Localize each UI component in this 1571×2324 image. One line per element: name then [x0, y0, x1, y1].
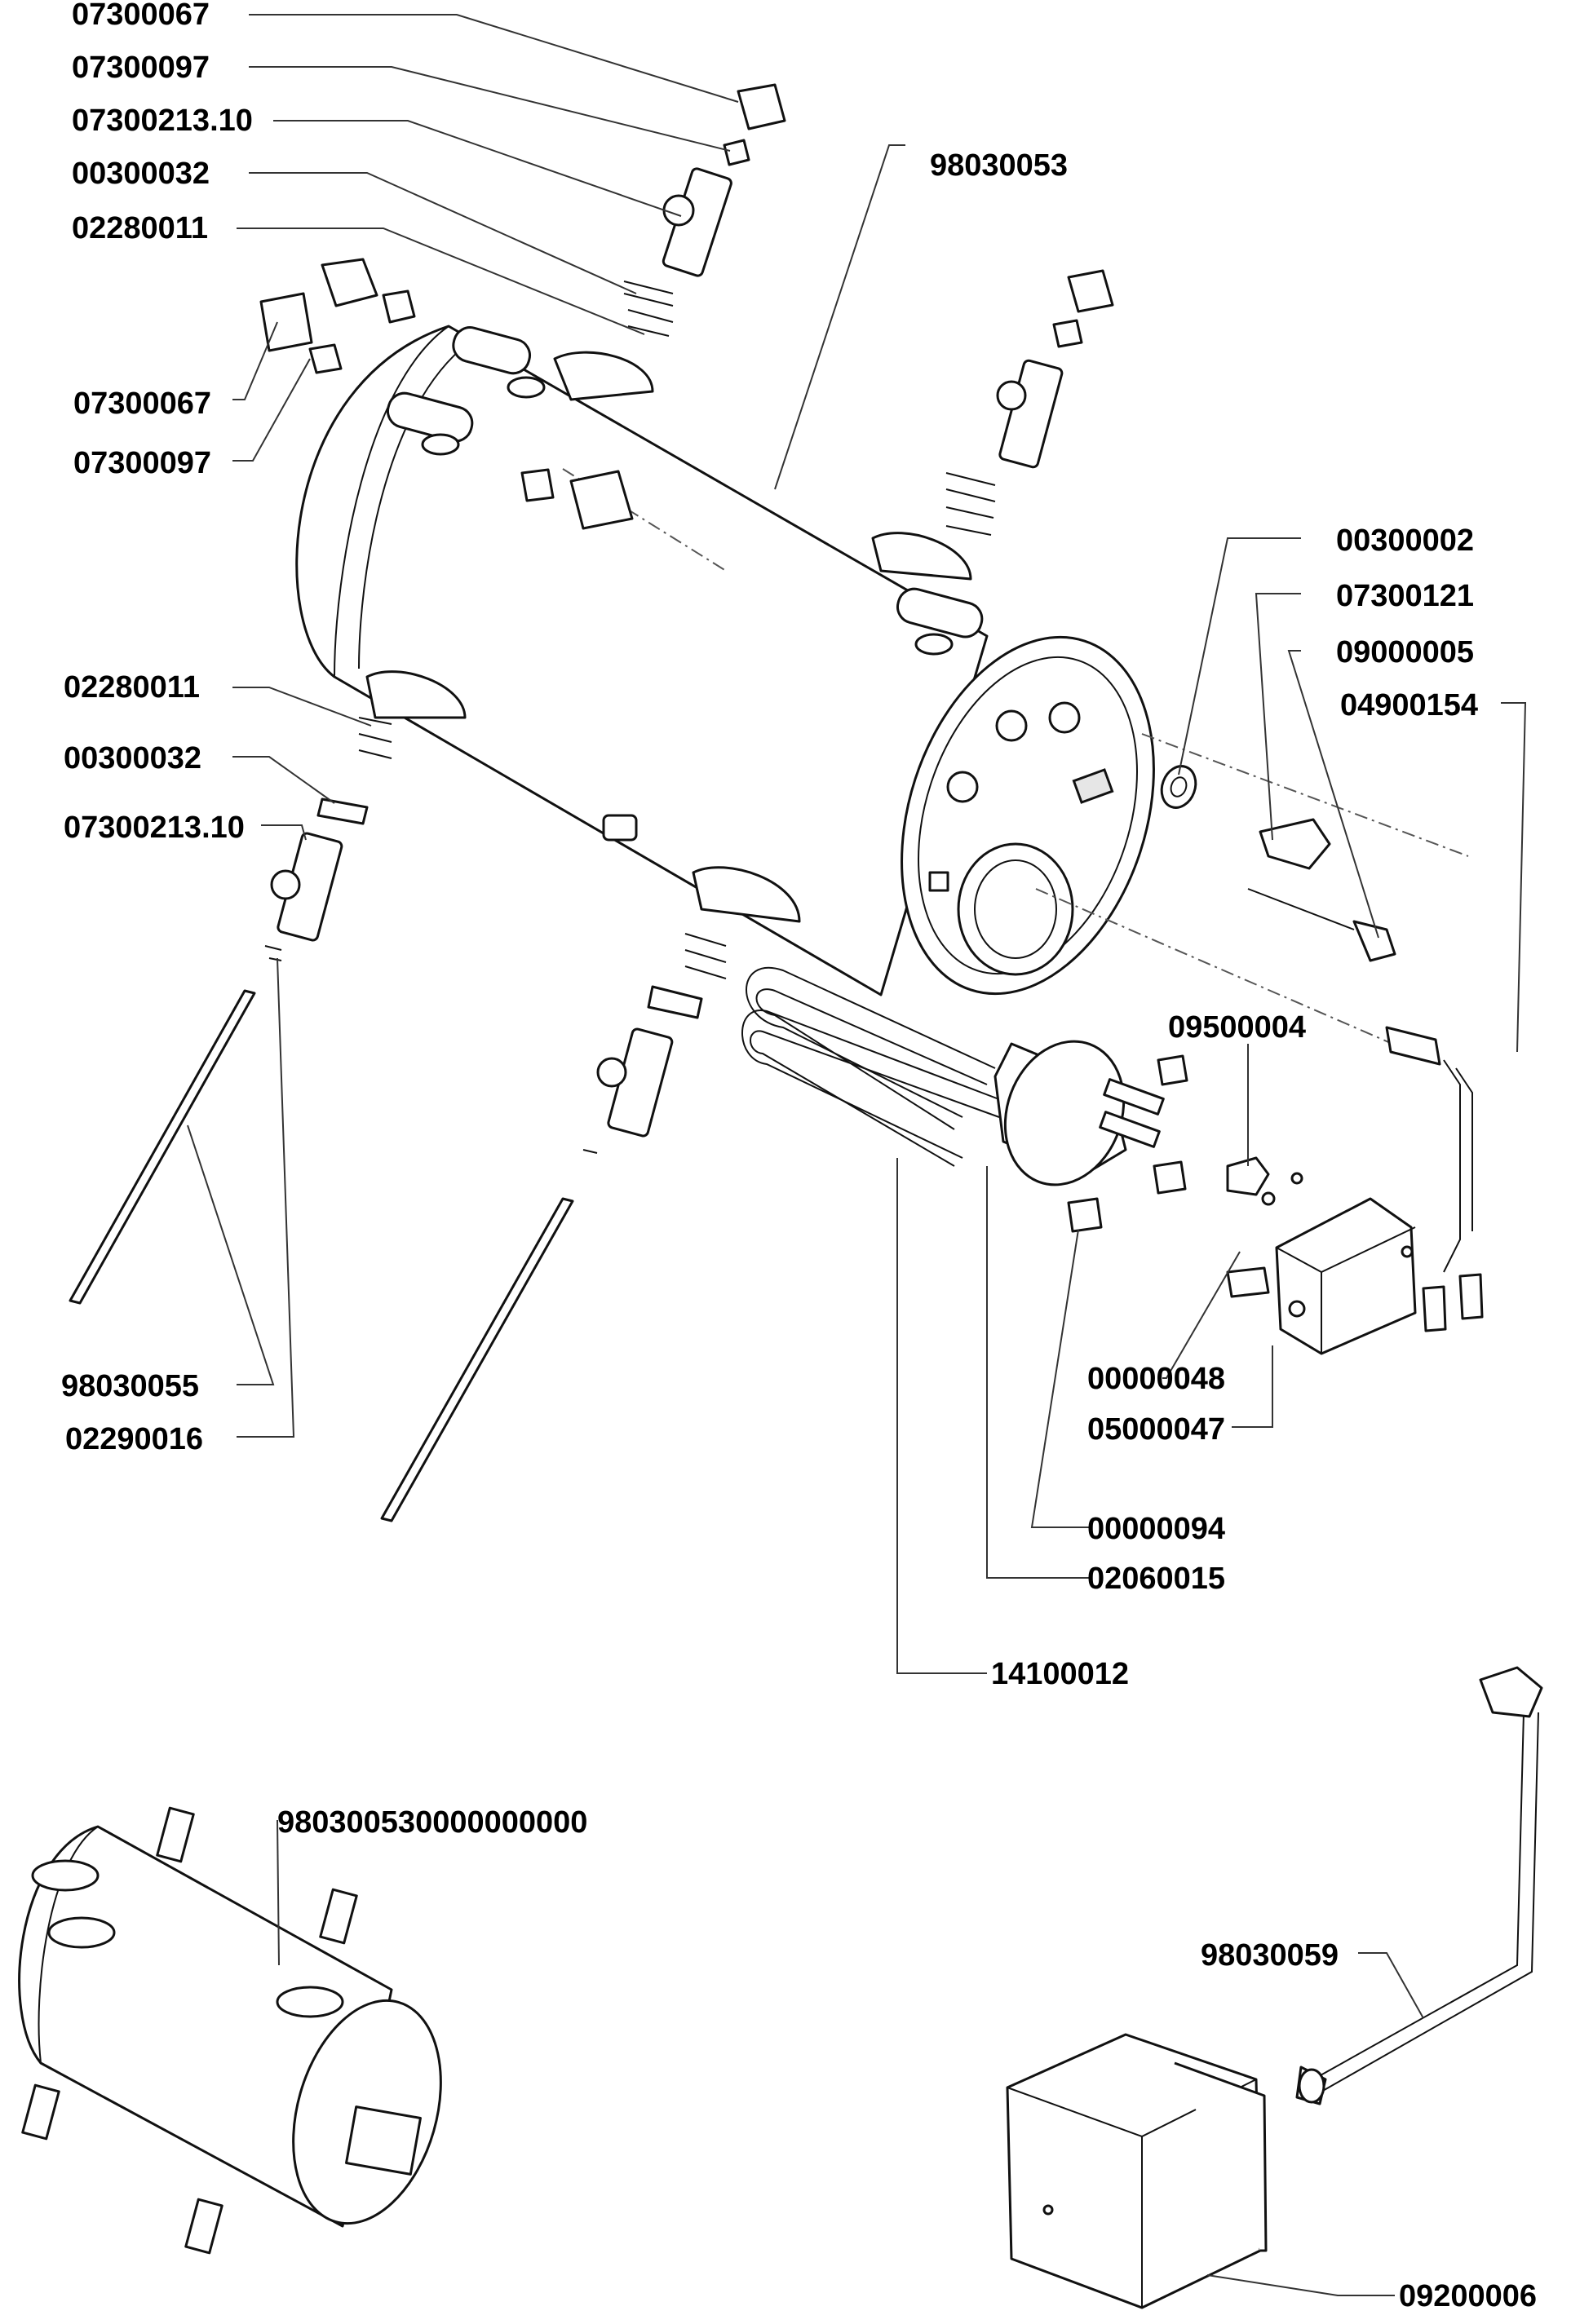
heating-element	[741, 966, 1188, 1233]
part-label-09200006: 09200006	[1399, 2279, 1537, 2313]
part-label-00000094: 00000094	[1087, 1512, 1225, 1546]
part-label-05000047: 05000047	[1087, 1412, 1225, 1447]
bottom-valve-assembly	[380, 933, 727, 1522]
boiler-end-plate	[901, 635, 1155, 996]
part-label-07300213-10-left: 07300213.10	[64, 811, 245, 845]
part-label-98030053: 98030053	[930, 148, 1068, 183]
part-label-07300213-10-top: 07300213.10	[72, 104, 253, 138]
right-small-parts	[1160, 765, 1484, 1332]
boiler-fittings	[365, 326, 984, 923]
part-label-02280011-top: 02280011	[72, 211, 208, 245]
part-label-07300097-top: 07300097	[72, 51, 210, 85]
pressure-pipe	[1295, 1666, 1543, 2105]
part-label-02280011-left: 02280011	[64, 670, 200, 705]
right-top-valve-assembly	[945, 269, 1114, 536]
part-label-14100012: 14100012	[991, 1657, 1129, 1691]
pressure-switch	[1006, 2033, 1268, 2309]
part-number-labels: 07300067 07300097 07300213.10 00300032 0…	[61, 0, 1537, 2313]
part-label-00300032-top: 00300032	[72, 157, 210, 191]
part-label-07300121: 07300121	[1336, 579, 1474, 613]
part-label-02060015: 02060015	[1087, 1562, 1225, 1596]
part-label-07300067-top: 07300067	[72, 0, 210, 32]
part-label-00300032-left: 00300032	[64, 741, 201, 775]
part-label-00000048: 00000048	[1087, 1362, 1225, 1396]
part-label-02290016: 02290016	[65, 1422, 203, 1456]
boiler-tank	[295, 325, 989, 996]
part-label-98030059: 98030059	[1201, 1938, 1339, 1973]
part-label-07300067-left: 07300067	[73, 387, 211, 421]
part-label-98030055: 98030055	[61, 1369, 199, 1403]
part-label-07300097-left: 07300097	[73, 446, 211, 480]
part-label-980300530000000000: 980300530000000000	[277, 1805, 587, 1840]
part-label-09500004: 09500004	[1168, 1010, 1306, 1045]
leader-lines	[187, 14, 1527, 2296]
part-label-09000005: 09000005	[1336, 635, 1474, 669]
thermostat-block	[1226, 1156, 1417, 1355]
left-valve-assembly	[69, 717, 392, 1305]
part-label-00300002: 00300002	[1336, 524, 1474, 558]
part-label-04900154: 04900154	[1340, 688, 1478, 722]
assembled-boiler-view	[18, 1806, 442, 2255]
top-valve-assembly	[259, 83, 786, 530]
